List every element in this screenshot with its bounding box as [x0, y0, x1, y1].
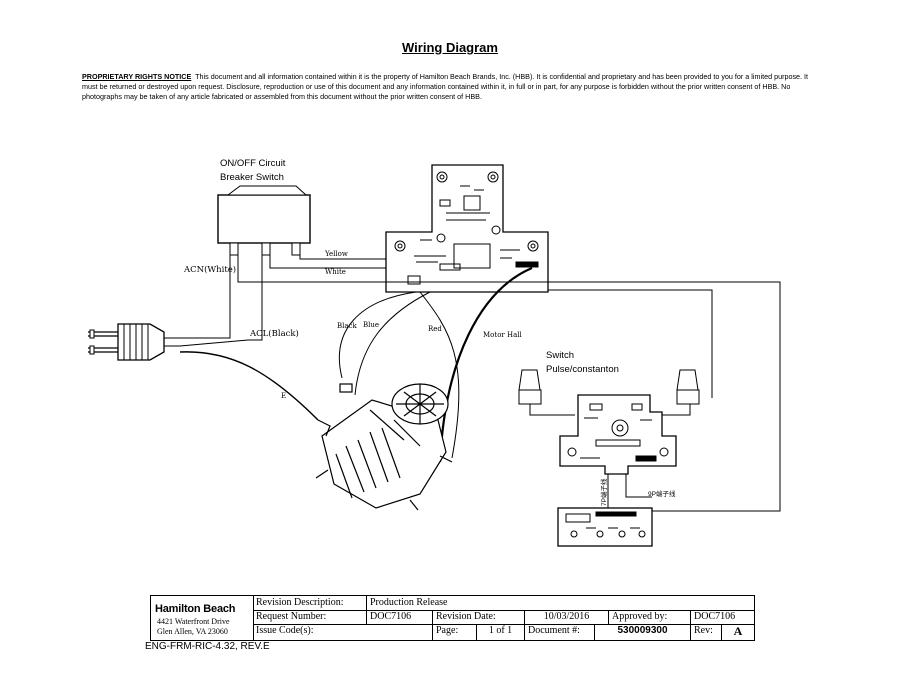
- title-block-row-2: Request Number: DOC7106 Revision Date: 1…: [253, 610, 754, 625]
- request-number-value: DOC7106: [367, 610, 433, 624]
- white-label: White: [325, 268, 346, 276]
- black-label: Black: [337, 322, 357, 330]
- breaker-switch: [217, 194, 311, 244]
- breaker-label-line2: Breaker Switch: [220, 172, 284, 183]
- address-line-2: Glen Allen, VA 23060: [157, 627, 228, 636]
- notice-heading: PROPRIETARY RIGHTS NOTICE: [82, 72, 192, 81]
- form-number: ENG-FRM-RIC-4.32, REV.E: [145, 641, 270, 652]
- title-block-row-1: Revision Description: Production Release: [253, 596, 754, 611]
- ground-label: E: [281, 392, 286, 400]
- notice-text: This document and all information contai…: [82, 72, 809, 101]
- address-line-1: 4421 Waterfront Drive: [157, 617, 230, 626]
- revision-date-value: 10/03/2016: [525, 610, 609, 624]
- request-number-label: Request Number:: [253, 610, 367, 624]
- issue-codes-label: Issue Code(s):: [253, 624, 433, 640]
- acn-label: ACN(White): [183, 264, 236, 275]
- cable-9p-label: 9P端子线: [648, 489, 676, 498]
- document-label: Document #:: [525, 624, 595, 640]
- page-value: 1 of 1: [477, 624, 525, 640]
- approved-by-value: DOC7106: [694, 611, 736, 622]
- title-block: Hamilton Beach 4421 Waterfront Drive Gle…: [150, 595, 755, 641]
- company-logo: Hamilton Beach 4421 Waterfront Drive Gle…: [151, 596, 254, 640]
- acl-label: ACL(Black): [249, 328, 299, 339]
- switch-label-line1: Switch: [546, 350, 574, 361]
- wiring-diagram: ON/OFF Circuit Breaker Switch ACN(White)…: [88, 158, 781, 547]
- approved-by-label: Approved by:: [609, 610, 691, 624]
- revision-date-label: Revision Date:: [433, 610, 525, 624]
- page-label: Page:: [433, 624, 477, 640]
- title-block-row-3: Issue Code(s): Page: 1 of 1 Document #: …: [253, 624, 754, 640]
- revision-description-value: Production Release: [370, 597, 448, 608]
- cable-7p-label: 7P端子线: [599, 478, 608, 506]
- motor-hall-label: Motor Hall: [483, 331, 522, 339]
- switch-label-line2: Pulse/constanton: [546, 364, 619, 375]
- power-plug: [88, 323, 180, 361]
- revision-description-label: Revision Description:: [253, 596, 367, 610]
- document-number: 530009300: [595, 624, 691, 640]
- rev-value: A: [733, 624, 743, 638]
- blue-label: Blue: [363, 321, 379, 329]
- switch-board: [559, 394, 677, 475]
- page-title: Wiring Diagram: [402, 40, 498, 55]
- yellow-label: Yellow: [324, 250, 348, 258]
- rev-label: Rev:: [691, 624, 722, 640]
- main-control-board: [385, 164, 549, 293]
- red-label: Red: [428, 325, 442, 333]
- proprietary-notice: PROPRIETARY RIGHTS NOTICE This document …: [82, 72, 812, 102]
- motor: [315, 383, 453, 511]
- breaker-label-line1: ON/OFF Circuit: [220, 158, 286, 169]
- brand-name: Hamilton Beach: [155, 603, 236, 615]
